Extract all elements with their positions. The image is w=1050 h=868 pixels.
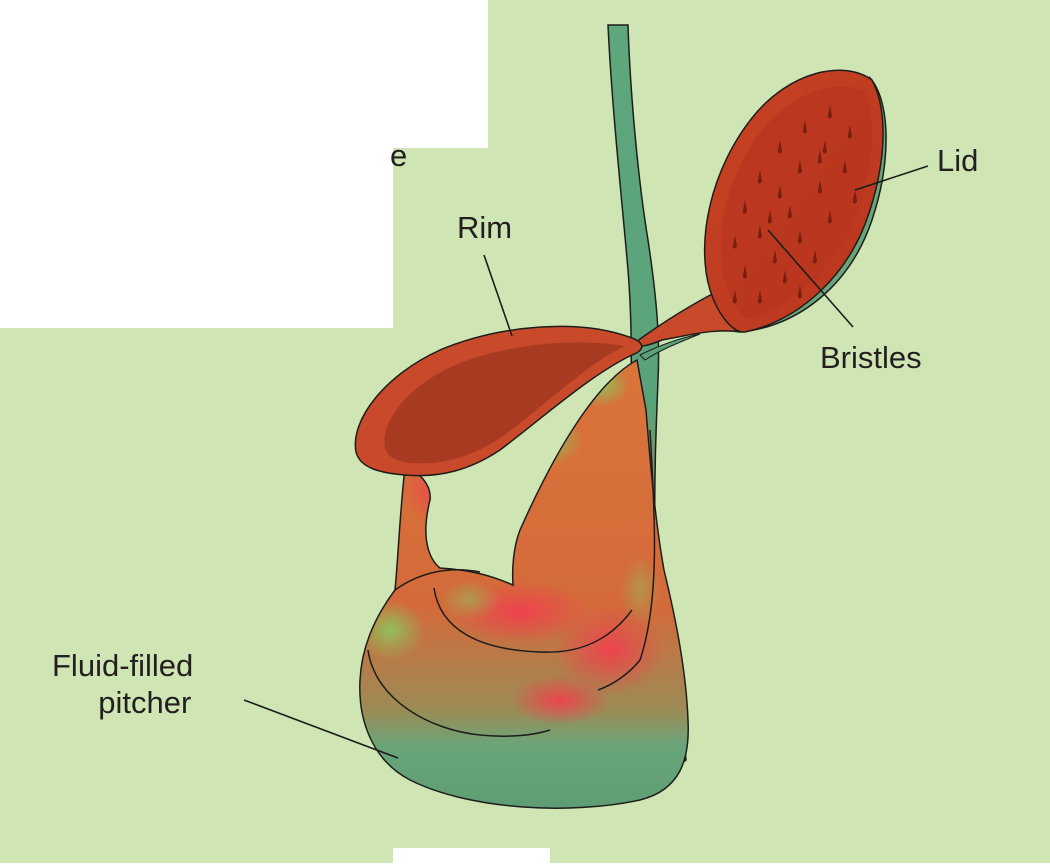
pitcher-leader bbox=[243, 699, 399, 759]
bristle-mark bbox=[757, 290, 762, 304]
bristle-mark bbox=[842, 160, 847, 174]
cropped-text-fragment: e bbox=[390, 138, 408, 173]
bristle-mark bbox=[797, 230, 802, 244]
bristle-mark bbox=[847, 125, 852, 139]
bristle-mark bbox=[767, 210, 772, 224]
bristle-mark bbox=[732, 290, 737, 304]
pitcher-label-line-1: Fluid-filled bbox=[52, 648, 194, 683]
rim-label: Rim bbox=[457, 210, 513, 245]
bristle-mark bbox=[742, 200, 747, 214]
bristle-mark bbox=[812, 250, 817, 264]
bristle-mark bbox=[787, 205, 792, 219]
bristle-mark bbox=[802, 120, 807, 134]
bristle-mark bbox=[742, 265, 747, 279]
white-cutout-top bbox=[0, 0, 488, 148]
bristle-mark bbox=[827, 105, 832, 119]
rim-leader bbox=[483, 254, 513, 337]
bristle-mark bbox=[777, 140, 782, 154]
bristle-mark bbox=[817, 180, 822, 194]
bristle-mark bbox=[772, 250, 777, 264]
bristle-mark bbox=[852, 190, 857, 204]
bristles-leader bbox=[767, 229, 854, 328]
pitcher-label-line-2: pitcher bbox=[98, 684, 192, 720]
lid-leader bbox=[854, 165, 929, 191]
lid bbox=[703, 69, 887, 333]
lid-label: Lid bbox=[937, 143, 979, 178]
bristles-group bbox=[732, 105, 857, 304]
bristle-mark bbox=[817, 150, 822, 164]
bristles-label: Bristles bbox=[820, 340, 922, 375]
bristle-mark bbox=[757, 225, 762, 239]
bristle-mark bbox=[777, 185, 782, 199]
bristle-mark bbox=[797, 160, 802, 174]
rim bbox=[354, 325, 643, 477]
white-cutout-left bbox=[0, 148, 393, 328]
bristle-mark bbox=[797, 285, 802, 299]
bristle-mark bbox=[822, 140, 827, 154]
leader-lines bbox=[243, 165, 929, 759]
bristle-mark bbox=[827, 210, 832, 224]
white-cutout-bottom bbox=[393, 848, 550, 863]
bristle-mark bbox=[757, 170, 762, 184]
fluid-filled-pitcher-label: Fluid-filled pitcher bbox=[52, 648, 193, 721]
bristle-mark bbox=[782, 270, 787, 284]
bristle-mark bbox=[732, 235, 737, 249]
